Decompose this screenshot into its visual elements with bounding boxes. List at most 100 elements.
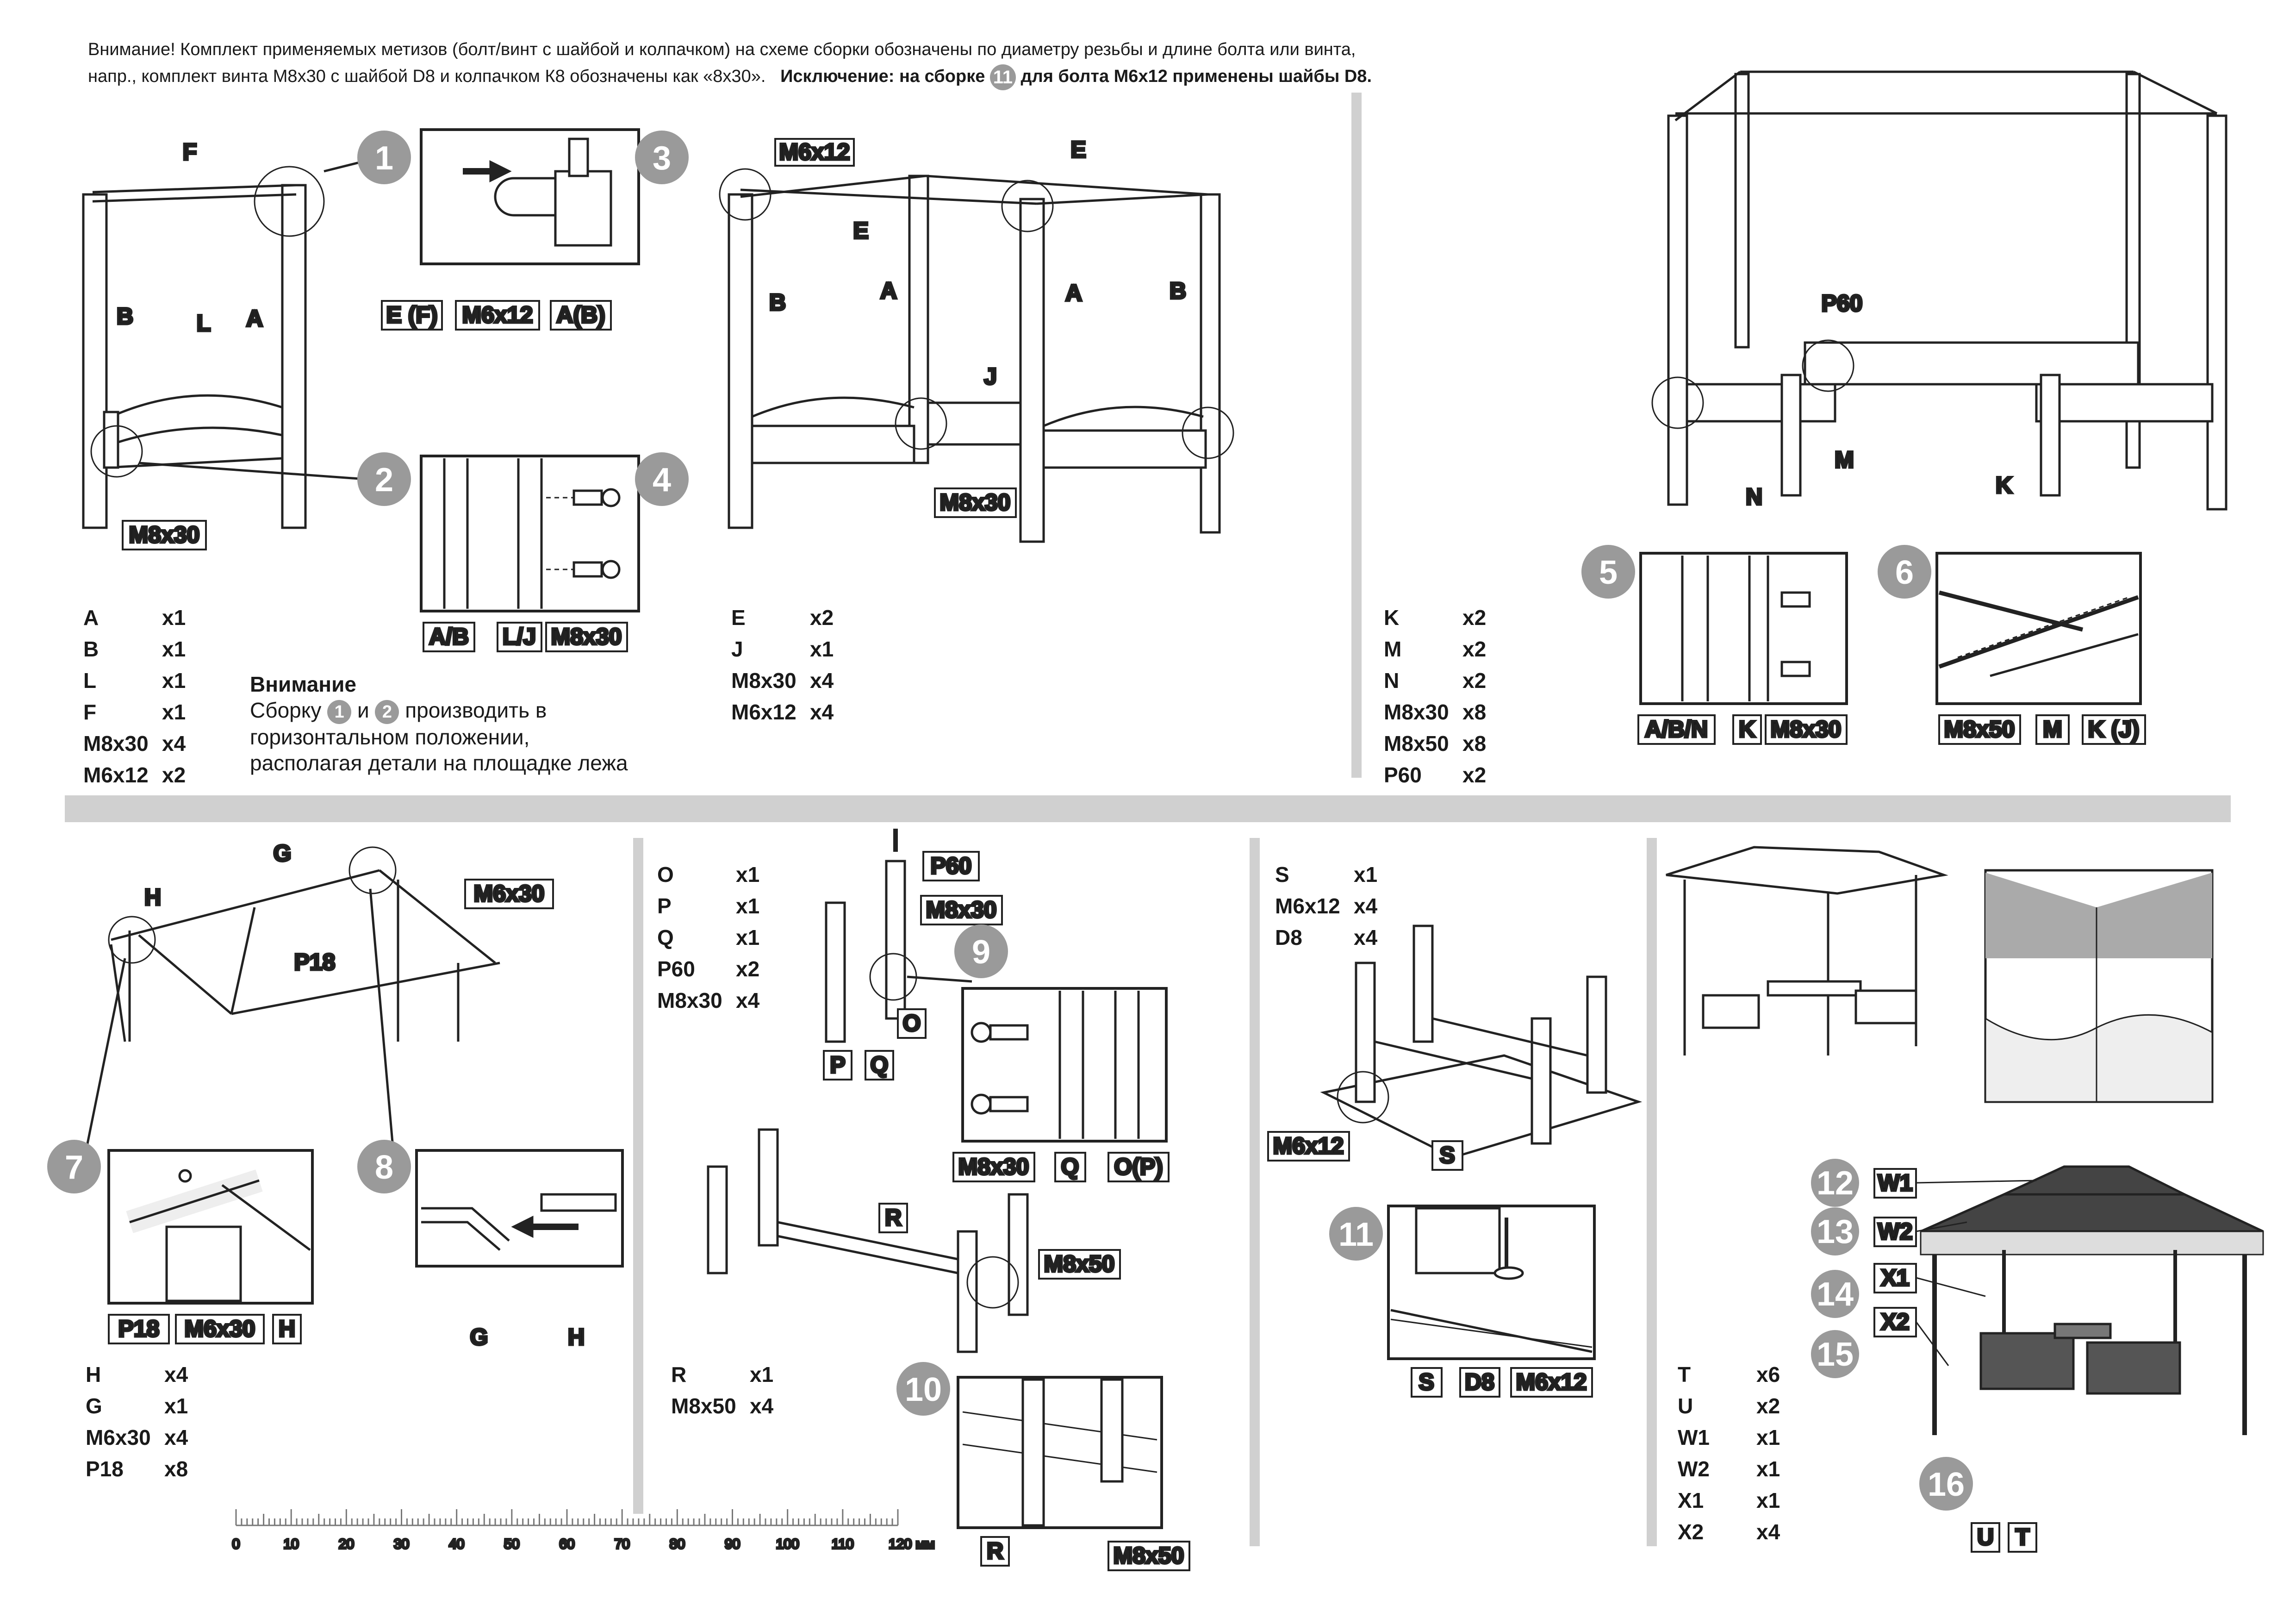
label-O: O [903,1010,921,1036]
label-m8x30-3: M8x30 [940,489,1011,515]
assembly-notice: Внимание! Комплект применяемых метизов (… [88,36,1372,90]
label-m6x12-4: M6x12 [1516,1369,1587,1395]
part-qty: x4 [162,731,186,756]
part-qty: x4 [810,668,834,693]
ruler-tick-label: 90 [725,1537,740,1552]
label-ab-slash-1: A/B [429,624,469,650]
warning-line-1: Сборку 1 и 2 производить в [250,697,628,724]
part-qty: x2 [1756,1394,1780,1418]
label-x2: X2 [1881,1309,1909,1335]
step-5: 5 [1599,554,1618,591]
notice-line-2: напр., комплект винта М8х30 с шайбой D8 … [88,63,1372,90]
part-name: U [1678,1394,1693,1418]
part-qty: x1 [736,894,760,918]
divider-vertical-top [1351,93,1362,778]
part-name: G [86,1394,102,1418]
part-name: W1 [1678,1425,1710,1449]
part-qty: x2 [162,763,186,787]
ruler-tick-label: 40 [449,1537,464,1552]
label-A-2: A [880,278,897,304]
label-P: P [830,1052,845,1078]
divider-vertical-4 [1647,838,1657,1546]
part-name: P [657,894,672,918]
part-row: M8x30 x4 [731,665,834,696]
part-qty: x4 [1354,925,1378,949]
warning-line-3: располагая детали на площадке лежа [250,750,628,775]
step-9: 9 [972,934,990,971]
warning-step-2: 2 [375,700,399,724]
detail-box-11 [1387,1205,1596,1360]
label-abn: A/B/N [1645,716,1708,742]
label-E-3: E [1070,137,1086,162]
step-11: 11 [1338,1216,1374,1253]
part-qty: x1 [1354,862,1378,887]
label-p60-2: P60 [931,853,972,879]
detail-box-8 [415,1149,624,1268]
part-qty: x2 [1462,637,1487,661]
part-name: M8x30 [657,988,722,1012]
divider-horizontal [65,795,2231,822]
label-m8x50-2: M8x50 [1044,1251,1115,1277]
table-sketch [1320,924,1643,1159]
part-name: E [731,606,746,630]
label-H-2: H [279,1316,295,1342]
part-name: T [1678,1362,1691,1387]
ruler-tick-label: 50 [504,1537,519,1552]
gazebo-small-sketch [1666,846,1948,1056]
ruler-tick-label: 120 мм [889,1537,935,1552]
ruler-tick-label: 10 [283,1537,299,1552]
label-x1: X1 [1881,1265,1909,1291]
detail-box-9 [961,987,1168,1143]
warning-step-1: 1 [327,700,352,724]
part-qty: x1 [162,668,186,693]
step-15: 15 [1817,1336,1854,1373]
label-m8x50-3: M8x50 [1114,1543,1184,1568]
part-qty: x4 [1756,1520,1780,1544]
label-T: T [2016,1524,2030,1550]
detail-box-5 [1639,552,1848,705]
detail-box-1 [420,128,640,265]
part-name: S [1275,862,1289,887]
label-M-2: M [2043,716,2062,742]
part-qty: x4 [810,700,834,724]
step-8: 8 [375,1149,393,1186]
frame-sketch-2 [719,168,1234,543]
part-name: M8x30 [731,668,796,693]
detail-box-10 [957,1376,1163,1529]
part-qty: x2 [1462,606,1487,630]
part-name: P60 [1384,763,1422,787]
part-qty: x1 [736,862,760,887]
divider-vertical-2 [633,838,643,1514]
label-ef: E (F) [386,302,437,328]
label-Q: Q [871,1052,889,1078]
step-7: 7 [65,1149,83,1186]
label-w2: W2 [1878,1218,1913,1244]
label-m8x30-2: M8x30 [551,624,622,650]
part-name: W2 [1678,1457,1710,1481]
part-name: M8x50 [1384,731,1449,756]
ruler-tick-label: 20 [339,1537,354,1552]
label-K-2: K [1739,716,1755,742]
label-m8x30-4: M8x30 [1771,716,1842,742]
part-qty: x1 [810,637,834,661]
label-L: L [197,310,211,336]
